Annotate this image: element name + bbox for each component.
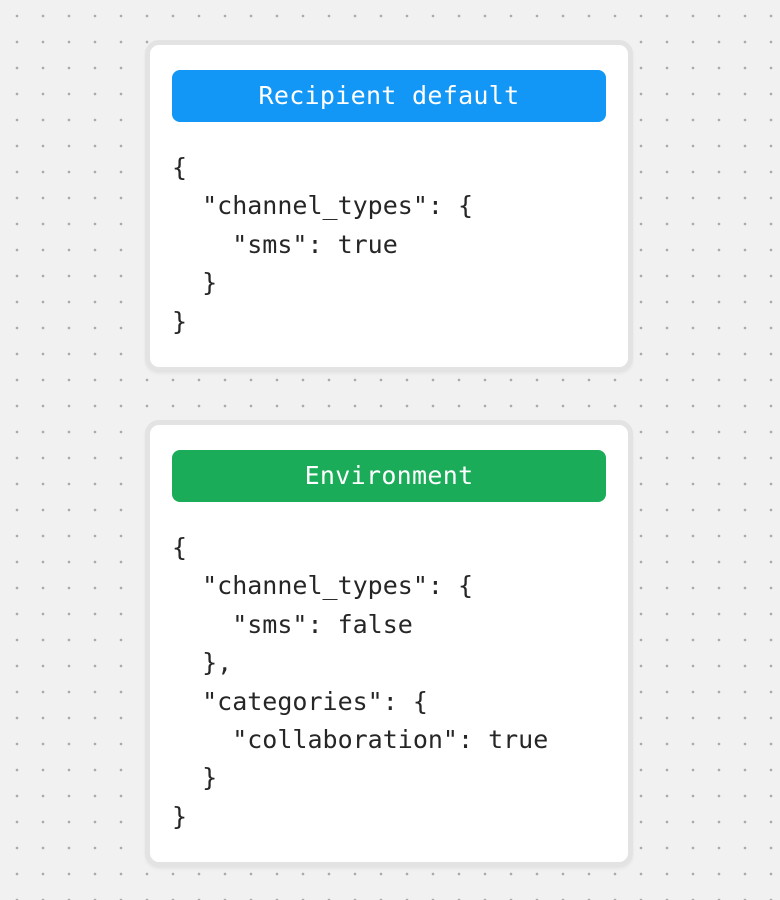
code-line: } — [172, 306, 188, 336]
environment-card: Environment { "channel_types": { "sms": … — [145, 419, 633, 868]
code-line: "channel_types": { — [172, 191, 474, 221]
code-line: } — [172, 268, 218, 298]
code-line: "sms": false — [172, 609, 413, 639]
recipient-default-card: Recipient default { "channel_types": { "… — [145, 40, 633, 372]
recipient-default-json-code-block: { "channel_types": { "sms": true }} — [172, 149, 606, 341]
recipient-default-badge: Recipient default — [172, 70, 606, 122]
code-line: } — [172, 763, 218, 793]
code-line: "collaboration": true — [172, 724, 549, 754]
environment-json-code-block: { "channel_types": { "sms": false }, "ca… — [172, 529, 606, 836]
code-line: { — [172, 153, 188, 182]
environment-badge: Environment — [172, 449, 606, 502]
code-line: }, — [172, 648, 233, 678]
code-line: "categories": { — [172, 686, 428, 716]
code-line: "channel_types": { — [172, 571, 474, 601]
code-line: } — [172, 801, 188, 831]
code-line: "sms": true — [172, 229, 398, 259]
code-line: { — [172, 532, 188, 562]
